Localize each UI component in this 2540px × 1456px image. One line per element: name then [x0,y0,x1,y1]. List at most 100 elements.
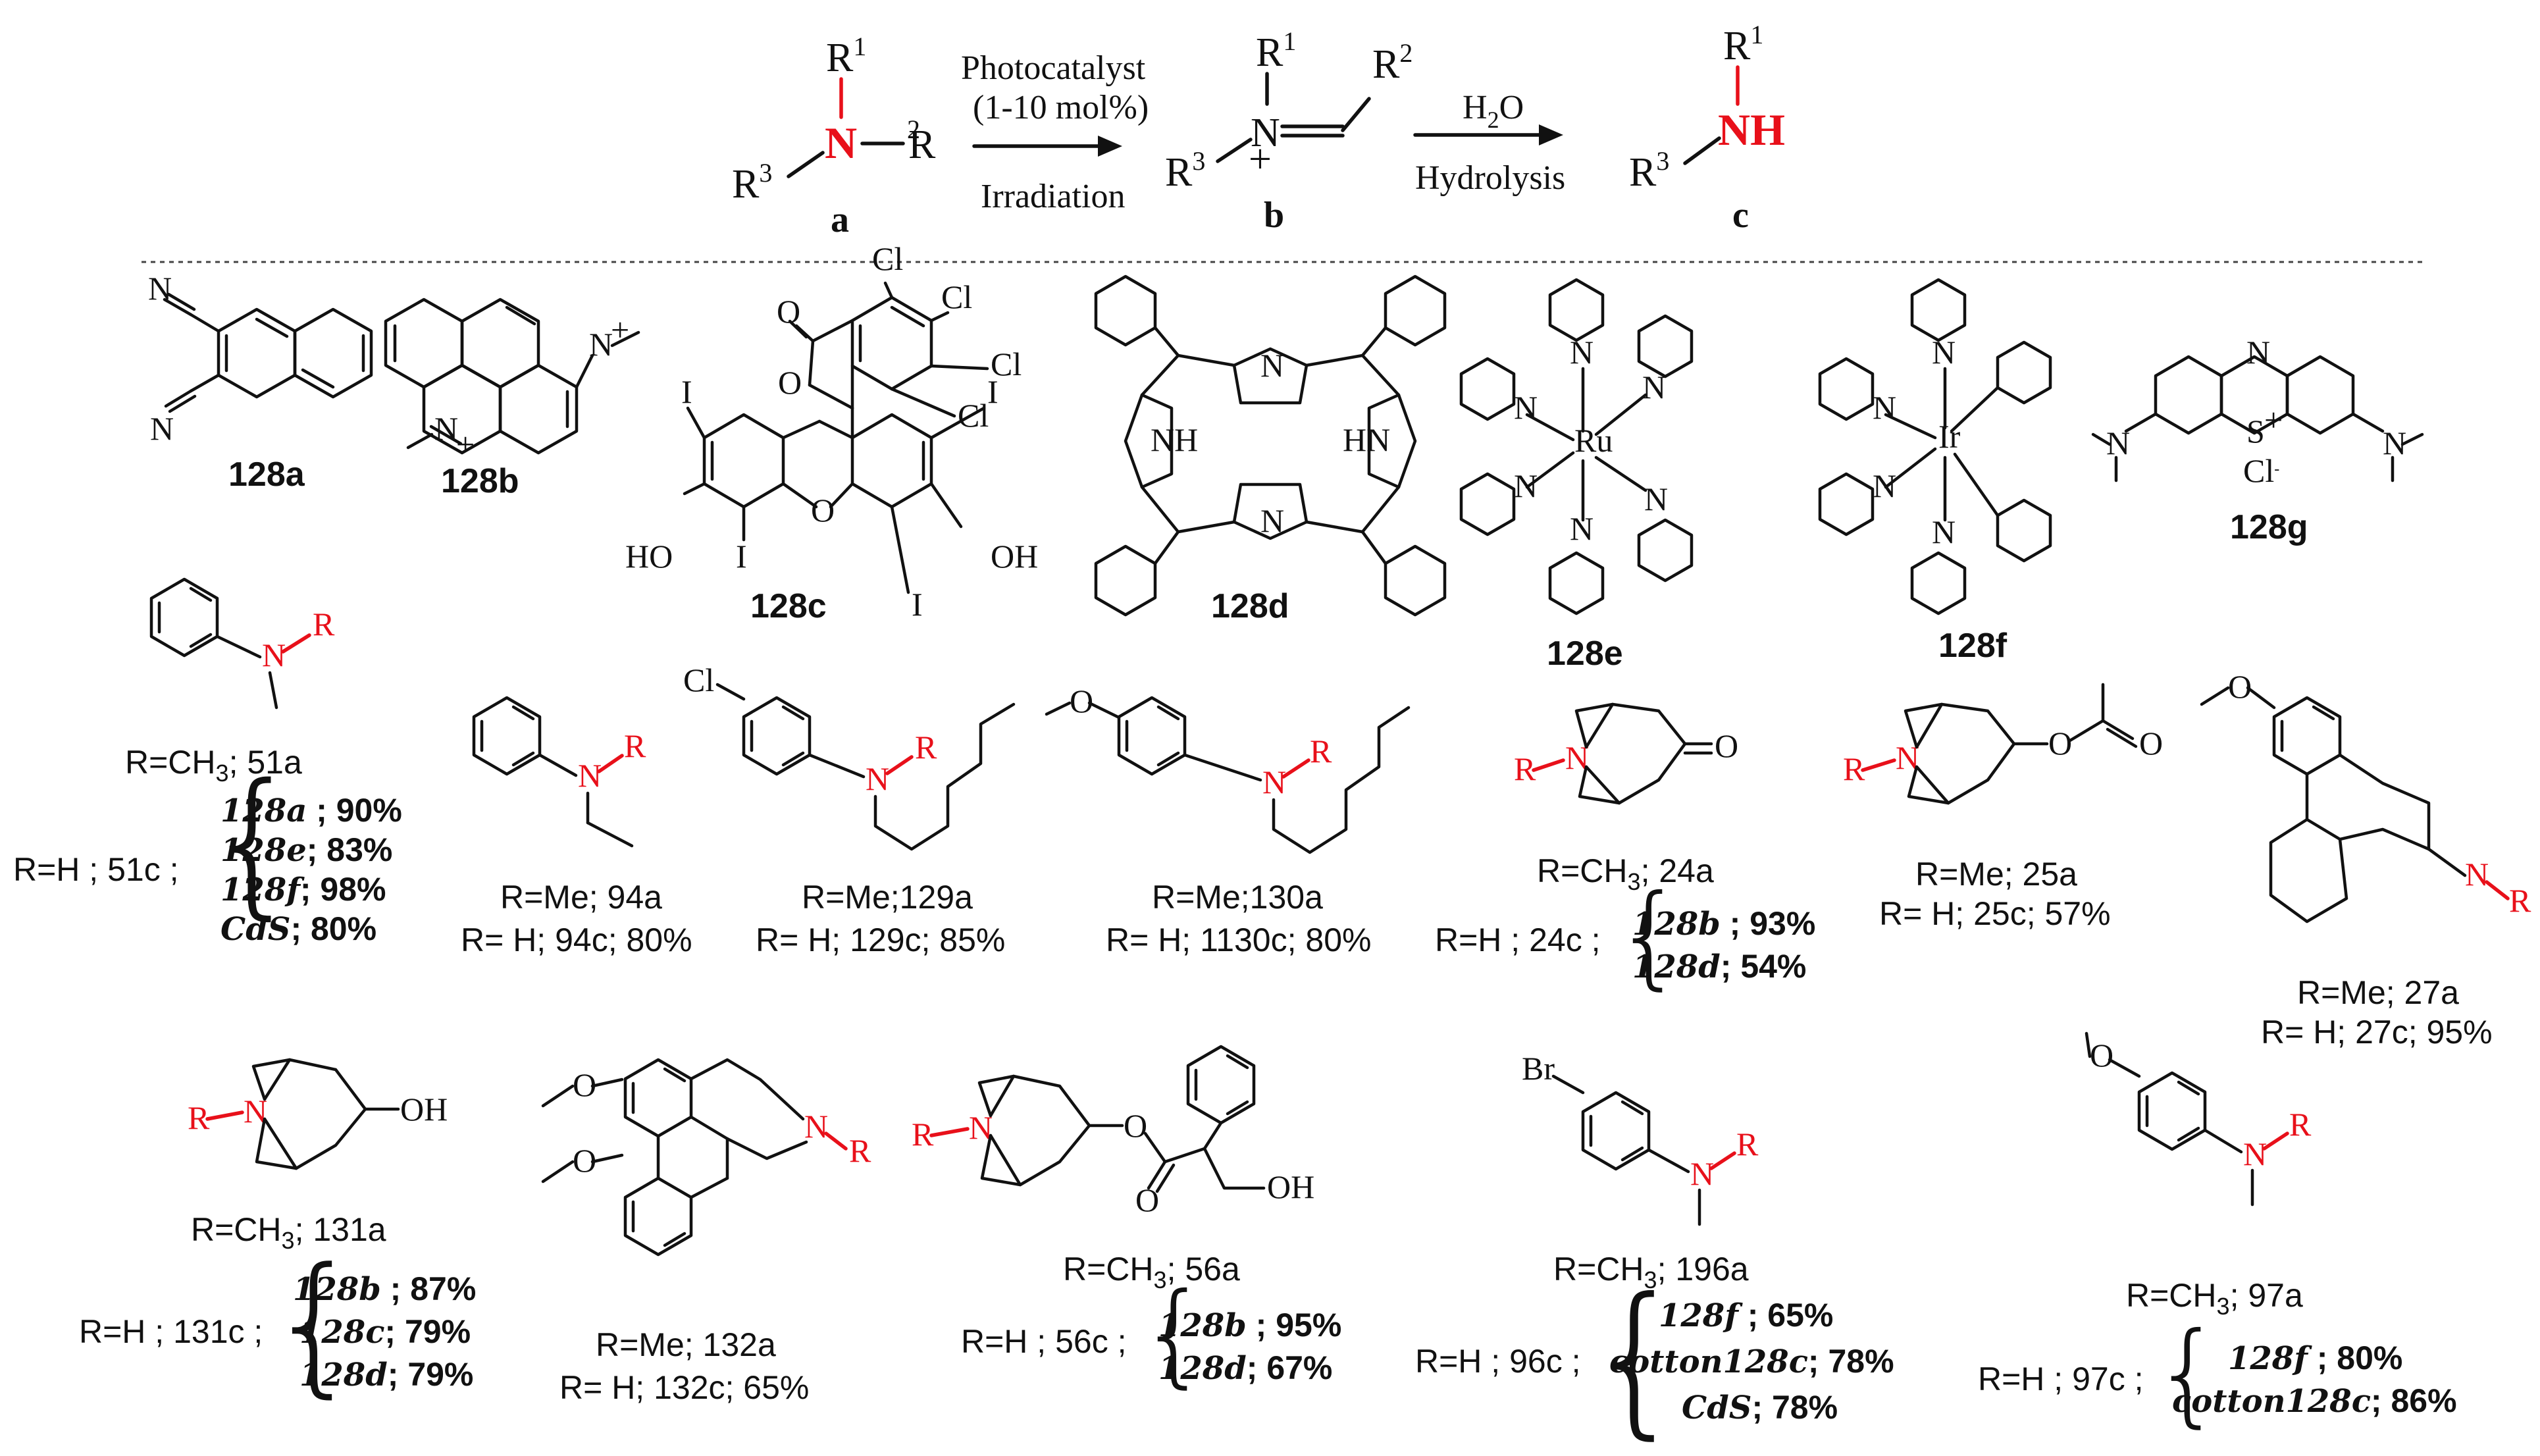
132-line2: R= H; 132c; 65% [559,1369,809,1406]
c-r3: R3 [1629,146,1669,195]
substrate-56: R N O O OH R=CH3; 56a R=H ; 56c ; { 128b… [912,1045,1341,1399]
56-line1: R=CH3; 56a [1063,1251,1240,1293]
25-line2: R= H; 25c; 57% [1879,895,2111,932]
130-line1: R=Me;130a [1152,879,1323,916]
131-prefix: R=H ; 131c ; [79,1313,263,1350]
25-o-ester: O [2048,725,2072,762]
catalyst-128a: N N 128a [148,270,373,494]
56-brace: { [1139,1269,1210,1399]
substrate-131: R N OH R=CH3; 131a R=H ; 131c ; { 128b ;… [79,1058,476,1412]
128d-n-top: N [1260,347,1284,384]
catalyst-128c: Cl Cl Cl Cl O O O I I HO OH I [625,240,1038,625]
97-n: N [2243,1135,2267,1172]
step1-irradiation: Irradiation [981,178,1125,215]
128c-xanthene-o: O [811,492,835,529]
56-o-ester: O [1124,1107,1147,1144]
51-brace: { [203,750,303,934]
128d-n-bottom: N [1260,502,1284,539]
94-line2: R= H; 94c; 80% [461,922,692,958]
196-yield-3: CdS; 78% [1682,1389,1838,1426]
catalyst-128c-label: 128c [750,587,827,625]
51-prefix: R=H ; 51c ; [13,851,179,888]
128g-s: S [2246,413,2265,450]
a-r3: R3 [732,158,772,207]
128b-plus-left: + [456,426,475,463]
130-r: R [1310,733,1332,769]
131-brace: { [267,1236,363,1412]
128a-n-top: N [148,270,172,307]
128e-n-6: N [1644,481,1668,517]
substrate-51: N R R=CH3; 51a R=H ; 51c ; { 128a ; 90% … [13,577,402,948]
132-r: R [849,1132,871,1169]
128d-nh: NH [1151,421,1198,458]
reaction-equation: R1 N 2 R R3 a Photocatalyst (1-10 mol%) … [732,20,1785,240]
c-label: c [1732,195,1749,236]
51-yield-3: 128f; 98% [220,871,386,908]
130-n: N [1262,764,1286,800]
catalyst-128e: Ru N N N N N N 128e [1459,278,1694,673]
substrate-94: N R R=Me; 94a R= H; 94c; 80% [461,696,692,958]
a-nitrogen: N [825,118,857,168]
catalyst-128d-label: 128d [1211,587,1289,625]
56-prefix: R=H ; 56c ; [961,1323,1127,1360]
catalyst-128f: Ir N N N N 128f [1818,278,2052,665]
substrate-97: O N R R=CH3; 97a R=H ; 97c ; { 128f ; 80… [1978,1031,2457,1439]
129-line2: R= H; 129c; 85% [756,922,1005,958]
27-line1: R=Me; 27a [2297,974,2459,1011]
196-yield-2: cotton128c; 78% [1609,1343,1894,1380]
128d-hn: HN [1343,421,1390,458]
step1-loading: (1-10 mol%) [973,89,1149,126]
129-n: N [866,760,889,797]
step2-hydrolysis: Hydrolysis [1415,159,1565,197]
catalyst-128d: N N NH HN 128d [1094,274,1447,625]
56-yield-2: 128d; 67% [1158,1349,1332,1387]
128c-lactone-o: O [778,364,802,401]
27-line2: R= H; 27c; 95% [2261,1014,2493,1051]
substrate-129: Cl N R R=Me;129a R= H; 129c; 85% [683,662,1016,958]
catalyst-128b-label: 128b [441,462,519,500]
25-line1: R=Me; 25a [1915,856,2077,893]
catalyst-128e-label: 128e [1547,635,1623,673]
24-line1: R=CH3; 24a [1537,852,1714,895]
catalyst-128f-label: 128f [1938,627,2008,665]
24-prefix: R=H ; 24c ; [1435,922,1601,958]
130-line2: R= H; 1130c; 80% [1106,922,1371,958]
128a-n-bottom: N [150,410,174,447]
132-n: N [804,1108,828,1145]
94-r: R [624,727,646,764]
56-oh: OH [1267,1168,1314,1205]
24-yield-1: 128b ; 93% [1632,905,1815,943]
97-brace: { [2152,1309,2223,1439]
catalyst-128g: N S + N N Cl- 128g [2091,334,2424,546]
51-yield-4: CdS; 80% [220,910,376,948]
c-nh: NH [1718,105,1785,155]
94-n: N [578,757,602,794]
compound-b: R1 N R2 R3 + b [1165,26,1413,236]
128f-n-2: N [1873,467,1896,504]
128e-n-3: N [1570,334,1594,371]
b-c-r2-bond [1341,97,1371,132]
128c-i-4: I [912,586,923,623]
25-o-carbonyl: O [2139,725,2163,762]
24-r: R [1514,750,1536,787]
196-yield-1: 128f ; 65% [1659,1297,1833,1334]
128c-i-3: I [736,538,747,575]
97-yield-2: cotton128c; 86% [2172,1382,2457,1420]
129-cl: Cl [683,662,714,698]
b-label: b [1264,195,1284,236]
132-line1: R=Me; 132a [596,1326,776,1363]
27-n: N [2465,856,2489,893]
131-yield-3: 128d; 79% [299,1356,473,1393]
substrate-25: R N O O R=Me; 25a R= H; 25c; 57% [1843,683,2163,932]
27-r: R [2509,882,2531,919]
arrow-step1: Photocatalyst (1-10 mol%) Irradiation [961,49,1149,215]
131-oh: OH [400,1091,448,1128]
131-yield-2: 128c; 79% [299,1313,471,1351]
129-line1: R=Me;129a [802,879,973,916]
131-line1: R=CH3; 131a [191,1211,386,1254]
catalyst-128g-label: 128g [2230,508,2308,546]
97-line1: R=CH3; 97a [2126,1277,2303,1320]
56-yield-1: 128b ; 95% [1158,1307,1341,1344]
a-r2: 2 [907,115,920,144]
